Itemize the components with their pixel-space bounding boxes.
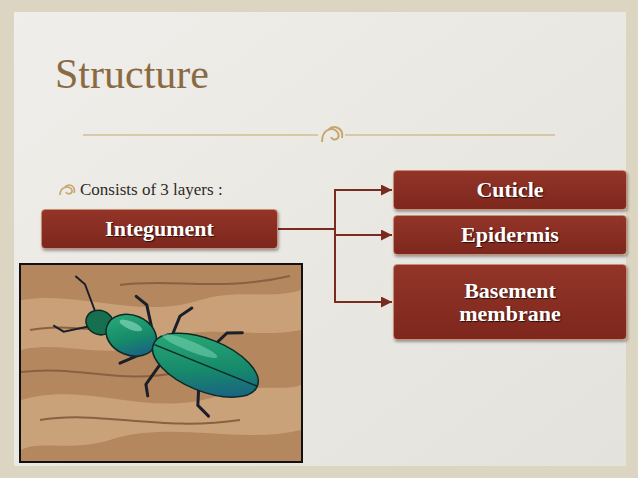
layer-label: Integument <box>105 217 214 240</box>
layer-box: Cuticle <box>393 170 627 210</box>
photo-border <box>19 263 303 463</box>
layer-box: Integument <box>41 209 278 249</box>
bark-crack <box>21 276 290 424</box>
beetle-shine <box>118 317 143 333</box>
bark <box>21 265 301 461</box>
layer-label: Epidermis <box>461 223 559 246</box>
slide-panel <box>14 12 626 466</box>
ornament-symbol <box>322 127 342 142</box>
beetle-shine <box>160 330 219 362</box>
box-text-stack: Basement membrane <box>435 279 585 325</box>
branch-arrow <box>278 229 392 302</box>
title-rule <box>83 134 318 135</box>
slide-title: Structure <box>55 50 209 98</box>
beetle-elytra <box>144 320 267 410</box>
bullet-symbol <box>60 185 74 195</box>
layer-box: Basement membrane <box>393 264 627 340</box>
box-text-stack: Cuticle <box>476 178 543 201</box>
beetle <box>42 265 275 433</box>
box-text-stack: Integument <box>105 217 214 240</box>
layer-label: Cuticle <box>476 178 543 201</box>
intro-text: Consists of 3 layers : <box>80 180 223 200</box>
branch-arrow <box>278 190 392 229</box>
box-text-stack: Epidermis <box>461 223 559 246</box>
layer-label: Basement membrane <box>435 279 585 325</box>
layer-box: Epidermis <box>393 215 627 255</box>
title-rule <box>345 134 555 135</box>
beetle-photo <box>21 265 301 461</box>
